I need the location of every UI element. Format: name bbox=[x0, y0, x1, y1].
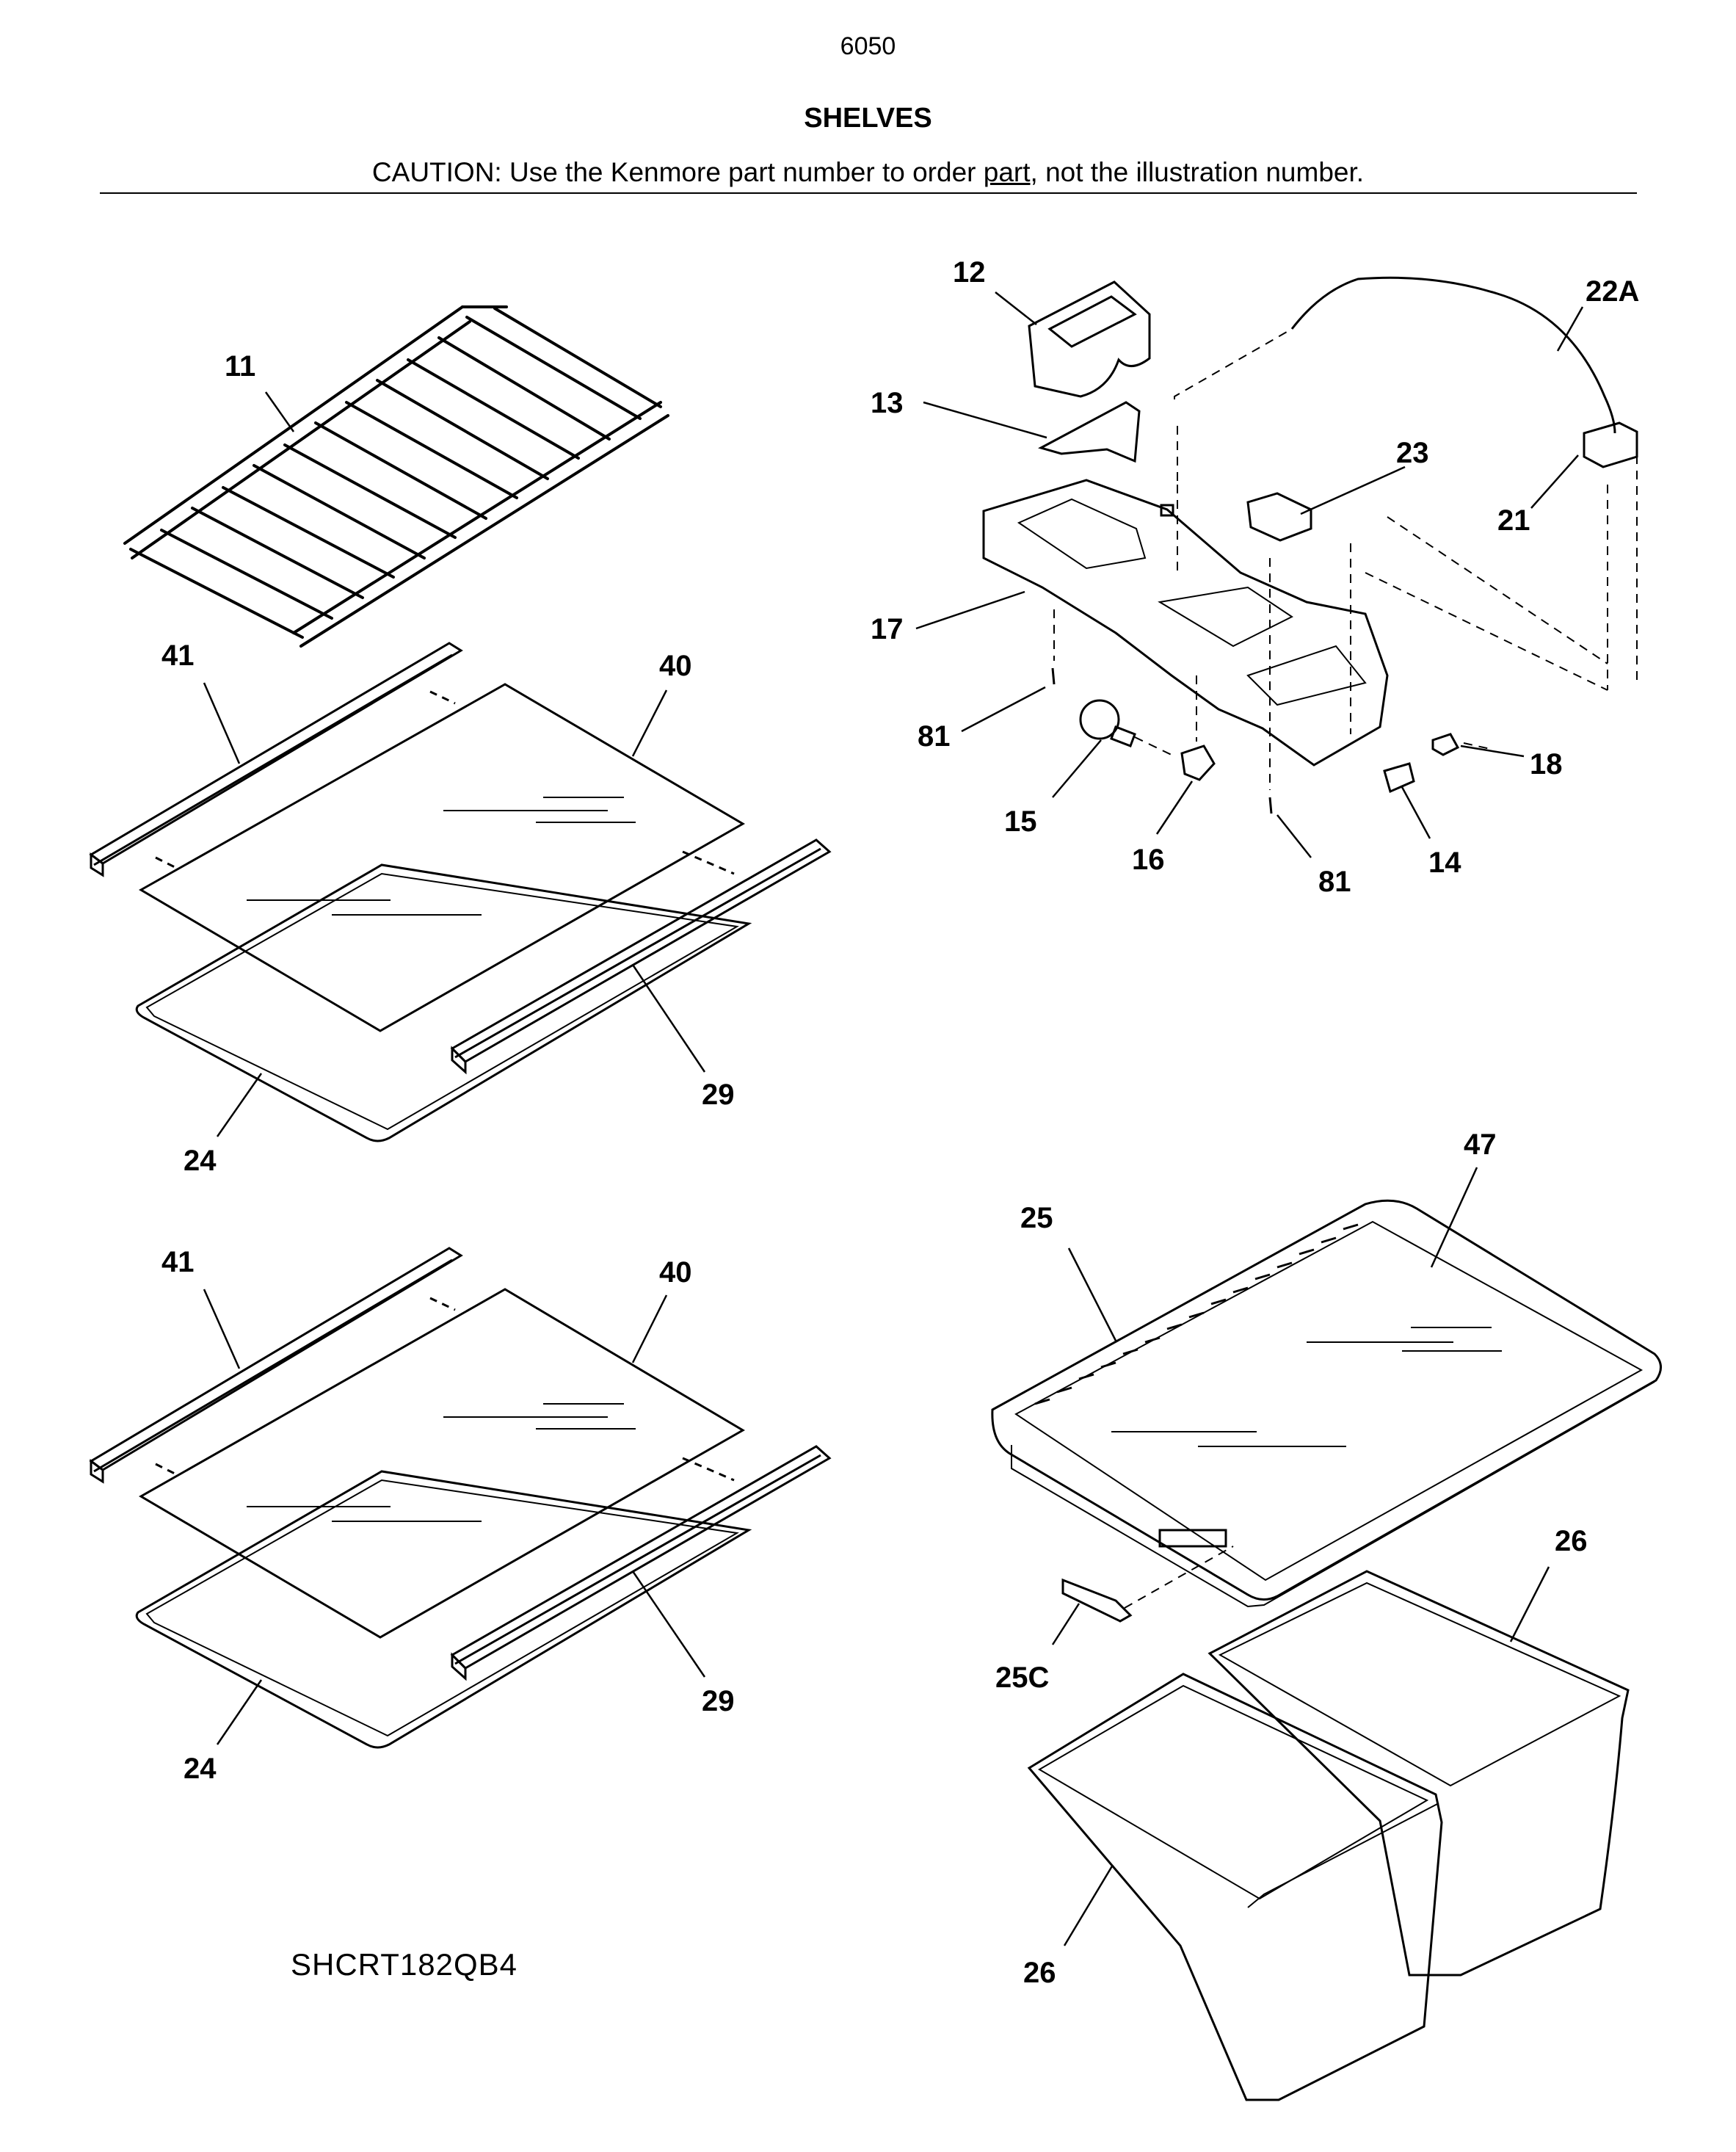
callout-41-upper: 41 bbox=[161, 640, 195, 672]
control-housing-assembly bbox=[982, 276, 1638, 814]
screw-81a bbox=[1051, 667, 1056, 685]
callout-47: 47 bbox=[1464, 1128, 1497, 1161]
callout-13: 13 bbox=[871, 387, 904, 419]
callout-24-upper: 24 bbox=[184, 1145, 217, 1177]
callout-81-right: 81 bbox=[1318, 866, 1351, 898]
callout-40-upper: 40 bbox=[659, 650, 692, 682]
crisper-assembly bbox=[991, 1199, 1662, 2101]
caution-underlined-word: part bbox=[983, 157, 1031, 187]
callout-17: 17 bbox=[871, 613, 904, 645]
thermostat-23 bbox=[1246, 492, 1312, 542]
callout-11: 11 bbox=[225, 350, 255, 383]
baffle-part bbox=[1038, 401, 1141, 463]
callout-16: 16 bbox=[1132, 844, 1165, 876]
glass-shelf-assembly-upper bbox=[89, 642, 832, 1142]
screw-81b bbox=[1268, 797, 1273, 814]
callout-26-left: 26 bbox=[1023, 1957, 1056, 1989]
bulb-15 bbox=[1079, 699, 1120, 740]
callout-23: 23 bbox=[1396, 437, 1429, 469]
housing-body bbox=[982, 479, 1389, 767]
callout-41-lower: 41 bbox=[161, 1246, 195, 1278]
callout-18: 18 bbox=[1530, 748, 1563, 780]
callout-12: 12 bbox=[953, 256, 986, 289]
power-cord bbox=[1290, 276, 1616, 434]
caution-prefix: CAUTION: Use the Kenmore part number to … bbox=[371, 157, 984, 187]
switch-14 bbox=[1383, 762, 1415, 794]
callout-29-upper: 29 bbox=[702, 1079, 735, 1111]
glass-shelf-assembly-lower bbox=[89, 1247, 832, 1749]
socket-16 bbox=[1180, 744, 1216, 781]
callout-81-left: 81 bbox=[918, 720, 951, 753]
callout-25: 25 bbox=[1020, 1202, 1053, 1234]
callout-22a: 22A bbox=[1586, 275, 1639, 308]
crisper-cover bbox=[991, 1199, 1662, 1601]
callout-21: 21 bbox=[1497, 504, 1530, 537]
crisper-pan-left bbox=[1027, 1673, 1443, 2101]
model-number: SHCRT182QB4 bbox=[291, 1947, 518, 1982]
callout-14: 14 bbox=[1428, 847, 1461, 879]
section-title: SHELVES bbox=[804, 103, 932, 134]
callout-29-lower: 29 bbox=[702, 1685, 735, 1717]
crisper-pan-right bbox=[1207, 1570, 1630, 1977]
callout-15: 15 bbox=[1004, 805, 1037, 838]
air-diffuser-part bbox=[1028, 280, 1151, 398]
switch-21 bbox=[1583, 421, 1638, 468]
page-number: 6050 bbox=[840, 32, 896, 60]
callout-labels: 11 41 40 29 24 41 40 29 24 12 22A 13 23 … bbox=[161, 256, 1639, 1989]
callout-40-lower: 40 bbox=[659, 1256, 692, 1289]
caution-suffix: , not the illustration number. bbox=[1030, 157, 1365, 187]
callout-leaders bbox=[203, 291, 1584, 1946]
knob-18 bbox=[1431, 733, 1460, 756]
callout-26-right: 26 bbox=[1555, 1525, 1588, 1557]
caution-note: CAUTION: Use the Kenmore part number to … bbox=[0, 157, 1736, 188]
header-divider bbox=[100, 192, 1637, 194]
callout-24-lower: 24 bbox=[184, 1753, 217, 1785]
wire-shelf bbox=[123, 305, 669, 648]
callout-25c: 25C bbox=[995, 1662, 1049, 1694]
control-slider-25c bbox=[1061, 1578, 1133, 1623]
